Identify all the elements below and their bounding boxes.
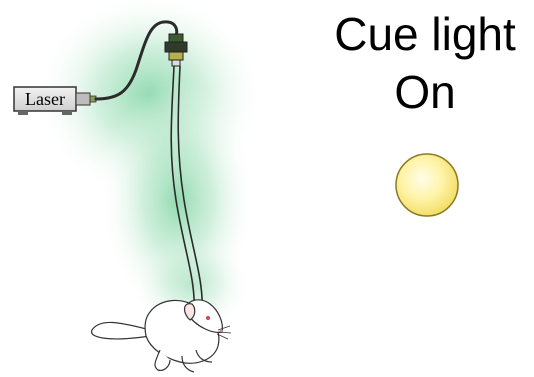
light-glow [35,0,265,335]
cue-light-title: Cue light [300,8,534,60]
rat-icon [92,300,231,372]
laser-label: Laser [14,88,76,110]
cue-light-icon [396,154,458,216]
cue-light-state: On [300,66,534,118]
